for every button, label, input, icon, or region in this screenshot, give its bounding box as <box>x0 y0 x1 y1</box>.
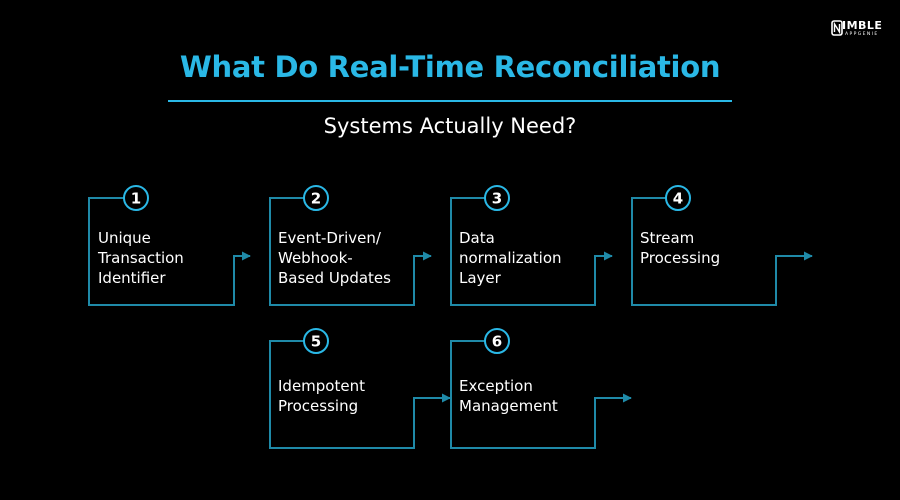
page-subtitle: Systems Actually Need? <box>323 114 577 138</box>
step-1-number: 1 <box>131 190 141 208</box>
step-4-line: Processing <box>640 249 721 267</box>
step-5-line: Processing <box>278 397 359 415</box>
step-5-bracket <box>269 340 451 449</box>
step-4-line: Stream <box>640 229 695 247</box>
step-4: 4 <box>631 185 813 306</box>
step-6-bracket <box>450 340 632 449</box>
step-6-badge <box>484 328 510 354</box>
step-5: 5 <box>269 328 451 449</box>
step-1-label: Unique Transaction Identifier <box>98 228 184 288</box>
brand-logo: IMBLE APPGENIE <box>831 18 885 40</box>
step-2-line: Webhook- <box>278 249 353 267</box>
step-3-label: Data normalization Layer <box>459 228 562 288</box>
step-1-line: Identifier <box>98 269 166 287</box>
step-2-bracket <box>269 197 432 306</box>
step-6-line: Management <box>459 397 558 415</box>
step-3-number: 3 <box>492 190 502 208</box>
step-2-badge <box>303 185 329 211</box>
step-2: 2 <box>269 185 432 306</box>
step-2-label: Event-Driven/ Webhook- Based Updates <box>278 228 391 288</box>
step-6-line: Exception <box>459 377 533 395</box>
step-1: 1 <box>88 185 251 306</box>
step-5-line: Idempotent <box>278 377 365 395</box>
step-6: 6 <box>450 328 632 449</box>
title-underline <box>168 100 732 102</box>
brand-tagline: APPGENIE <box>845 32 879 37</box>
step-3-bracket <box>450 197 613 306</box>
step-6-label: Exception Management <box>459 376 558 416</box>
step-2-line: Event-Driven/ <box>278 229 381 247</box>
step-1-line: Transaction <box>98 249 184 267</box>
step-2-line: Based Updates <box>278 269 391 287</box>
step-5-label: Idempotent Processing <box>278 376 365 416</box>
step-3-badge <box>484 185 510 211</box>
step-5-number: 5 <box>311 333 321 351</box>
step-3-line: Data <box>459 229 495 247</box>
step-5-badge <box>303 328 329 354</box>
page-title: What Do Real-Time Reconciliation <box>179 50 721 84</box>
brand-name: IMBLE <box>842 19 883 32</box>
step-4-badge <box>665 185 691 211</box>
step-2-number: 2 <box>311 190 321 208</box>
step-1-badge <box>123 185 149 211</box>
step-3-line: Layer <box>459 269 501 287</box>
step-4-bracket <box>631 197 813 306</box>
step-6-number: 6 <box>492 333 502 351</box>
step-1-bracket <box>88 197 251 306</box>
step-3-line: normalization <box>459 249 562 267</box>
step-3: 3 <box>450 185 613 306</box>
step-1-line: Unique <box>98 229 151 247</box>
logo-icon <box>831 20 843 36</box>
step-4-number: 4 <box>673 190 683 208</box>
step-4-label: Stream Processing <box>640 228 720 268</box>
